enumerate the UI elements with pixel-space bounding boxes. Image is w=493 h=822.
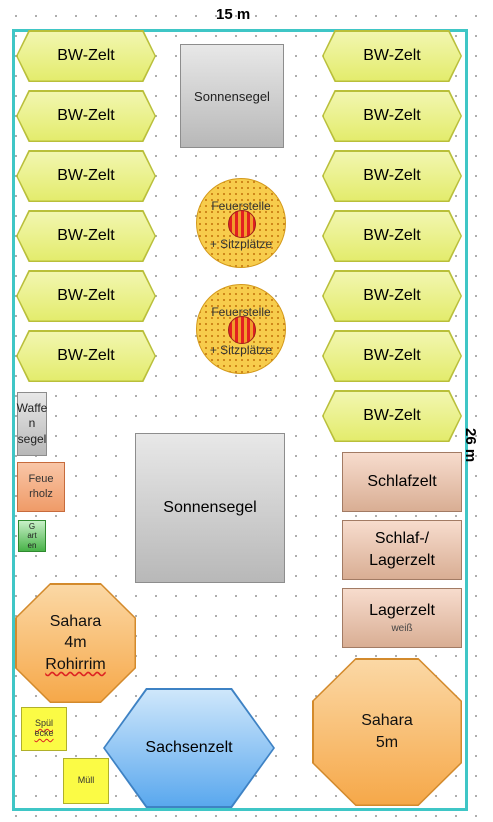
fire-icon	[228, 210, 256, 238]
bw-zelt-right-3: BW-Zelt	[322, 150, 462, 202]
sahara-4m-rohirrim: Sahara 4m Rohirrim	[15, 583, 136, 703]
bw-zelt-left-5: BW-Zelt	[16, 270, 156, 322]
sonnensegel-center: Sonnensegel	[135, 433, 285, 583]
site-border	[12, 29, 468, 811]
schlaf-lagerzelt: Schlaf-/Lagerzelt	[342, 520, 462, 580]
bw-zelt-left-2: BW-Zelt	[16, 90, 156, 142]
bw-zelt-left-3: BW-Zelt	[16, 150, 156, 202]
feuerstelle-2: Feuerstelle + Sitzplätze	[196, 284, 286, 374]
schlafzelt: Schlafzelt	[342, 452, 462, 512]
bw-zelt-right-5: BW-Zelt	[322, 270, 462, 322]
bw-zelt-right-7: BW-Zelt	[322, 390, 462, 442]
height-dimension: 26 m	[462, 428, 479, 463]
sonnensegel-top: Sonnensegel	[180, 44, 284, 148]
sahara-5m: Sahara 5m	[312, 658, 462, 806]
bw-zelt-left-4: BW-Zelt	[16, 210, 156, 262]
sachsenzelt: Sachsenzelt	[103, 688, 275, 808]
bw-zelt-right-6: BW-Zelt	[322, 330, 462, 382]
bw-zelt-left-6: BW-Zelt	[16, 330, 156, 382]
bw-zelt-left-1: BW-Zelt	[16, 30, 156, 82]
feuerstelle-1: Feuerstelle + Sitzplätze	[196, 178, 286, 268]
bw-zelt-right-2: BW-Zelt	[322, 90, 462, 142]
bw-zelt-right-4: BW-Zelt	[322, 210, 462, 262]
fire-icon	[228, 316, 256, 344]
width-dimension: 15 m	[216, 6, 251, 23]
muell: Müll	[63, 758, 109, 804]
bw-zelt-right-1: BW-Zelt	[322, 30, 462, 82]
